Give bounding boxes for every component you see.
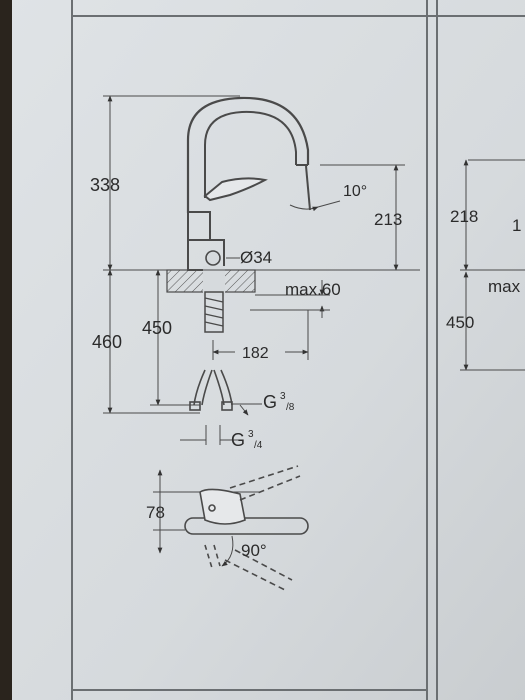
page-frame: [71, 0, 525, 700]
svg-text:3: 3: [280, 391, 286, 402]
dim-height-total: 338: [90, 175, 120, 195]
dim-lever-offset: 78: [146, 503, 165, 522]
right-dim-max-partial: max: [488, 277, 521, 296]
svg-text:G: G: [231, 430, 245, 450]
dim-hole-diameter: Ø34: [240, 248, 272, 267]
svg-text:/8: /8: [286, 402, 295, 413]
dim-spout-angle: 10°: [343, 183, 367, 200]
dim-thread-g38: G 3 /8: [263, 391, 295, 413]
right-dim-shank-length: 450: [446, 313, 474, 332]
right-dim-spout-height: 218: [450, 207, 478, 226]
svg-text:/4: /4: [254, 440, 263, 451]
dim-max-deck-thickness: max.60: [285, 280, 341, 299]
dim-shank-length: 450: [142, 318, 172, 338]
deck-section: [166, 250, 256, 333]
left-table-edge: [0, 0, 12, 700]
svg-text:3: 3: [248, 429, 254, 440]
wall-mount-partial-view: [460, 159, 525, 371]
dim-thread-g34: G 3 /4: [231, 429, 263, 451]
svg-text:G: G: [263, 392, 277, 412]
lever-top-view: [153, 465, 309, 591]
supply-hoses: [189, 369, 233, 411]
right-dim-partial-digit: 1: [512, 216, 521, 235]
dim-reach: 182: [242, 345, 269, 362]
dim-spout-height: 213: [374, 210, 402, 229]
dim-swivel-angle: 90°: [241, 541, 267, 560]
dim-hose-length: 460: [92, 332, 122, 352]
